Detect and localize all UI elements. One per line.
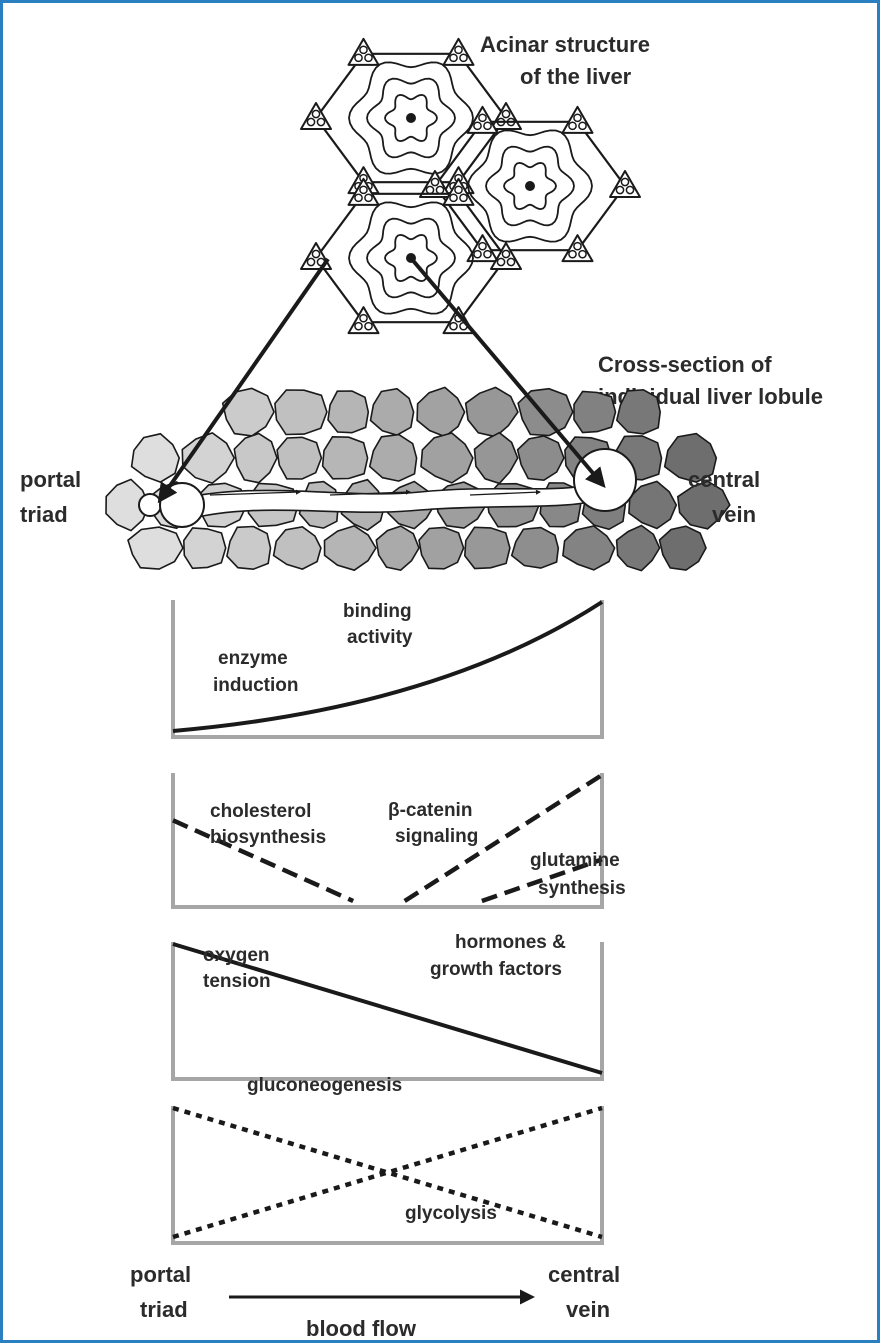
hepatocyte-cell [617, 526, 660, 571]
portal-triad-icon [301, 243, 331, 269]
hepatocyte-cell [512, 528, 559, 569]
hepatocyte-cell [421, 433, 473, 483]
portal-triad-icon [444, 39, 474, 65]
portal-triad-icon [301, 103, 331, 129]
hepatocyte-cell [660, 526, 707, 570]
hepatocyte-cell [370, 435, 417, 482]
hepatocyte-cell [275, 390, 327, 435]
panel3-label-hormones-2: growth factors [430, 959, 562, 980]
panel1-label-binding-activity-1: binding [343, 601, 412, 622]
hepatocyte-cell [629, 481, 676, 528]
panel1-label-binding-activity-2: activity [347, 627, 413, 648]
lobule-central-label-line2: vein [712, 502, 756, 527]
panel3-label-oxygen-1: oxygen [203, 945, 270, 966]
portal-triad-icon [563, 107, 593, 133]
portal-triad-icon [349, 307, 379, 333]
central-vein-dot [406, 113, 416, 123]
zonation-panel-4 [173, 1106, 602, 1243]
panel2-label-glutamine-1: glutamine [530, 850, 620, 871]
acinar-title-line2: of the liver [520, 64, 632, 89]
hepatocyte-cell [184, 528, 226, 568]
hepatocyte-cell [274, 527, 321, 569]
portal-triad-icon [349, 39, 379, 65]
acinar-title-line1: Acinar structure [480, 32, 650, 57]
hepatocyte-cell [563, 526, 615, 570]
portal-triad-icon [610, 171, 640, 197]
cross-section-title-line1: Cross-section of [598, 352, 772, 377]
footer-portal-label-line2: triad [140, 1297, 188, 1322]
hepatocyte-cell [376, 526, 419, 570]
hepatocyte-cell [132, 434, 180, 482]
hepatocyte-cell [325, 526, 376, 570]
panel2-label-beta-catenin-1: β-catenin [388, 800, 472, 821]
central-vein-circle [574, 449, 636, 511]
lobule-portal-label-line2: triad [20, 502, 68, 527]
hepatocyte-cell [128, 527, 183, 569]
panel4-label-glycolysis: glycolysis [405, 1203, 497, 1224]
panel1-label-enzyme-induction-1: enzyme [218, 648, 288, 669]
blood-flow-label: blood flow [306, 1316, 417, 1341]
panel-4-curve-2 [173, 1108, 602, 1237]
hepatocyte-cell [417, 387, 465, 436]
hepatocyte-cell [323, 437, 368, 479]
zonation-panels [173, 600, 602, 1243]
panel2-label-cholesterol-1: cholesterol [210, 801, 311, 822]
panel2-label-glutamine-2: synthesis [538, 878, 626, 899]
hepatocyte-cell [227, 527, 271, 570]
hepatocyte-cell [465, 527, 510, 568]
hepatocyte-cell [371, 389, 414, 435]
portal-triad-icon [563, 235, 593, 261]
hepatocyte-cell [518, 436, 564, 480]
panel3-label-oxygen-2: tension [203, 971, 271, 992]
panel2-label-beta-catenin-2: signaling [395, 826, 478, 847]
hepatocyte-cell [466, 387, 518, 436]
lobule-cross-section [106, 257, 730, 571]
portal-triad-icon [491, 103, 521, 129]
footer-central-label-line1: central [548, 1262, 620, 1287]
footer-portal-label-line1: portal [130, 1262, 191, 1287]
lobule-portal-label-line1: portal [20, 467, 81, 492]
hepatocyte-cell [475, 433, 518, 484]
hepatocyte-cell [419, 527, 464, 568]
lobule-central-label-line1: central [688, 467, 760, 492]
panel4-label-gluconeogenesis: gluconeogenesis [247, 1075, 402, 1096]
hepatocyte-cell [328, 391, 368, 433]
portal-duct-circle [139, 494, 161, 516]
hepatocyte-cell [277, 437, 321, 479]
footer-central-label-line2: vein [566, 1297, 610, 1322]
panel1-label-enzyme-induction-2: induction [213, 675, 298, 696]
panel3-label-hormones-1: hormones & [455, 932, 566, 953]
panel-4-curve-1 [173, 1108, 602, 1237]
hepatocyte-cell [234, 434, 277, 483]
panel-frame [173, 1106, 602, 1243]
panel2-label-cholesterol-2: biosynthesis [210, 827, 326, 848]
central-vein-dot [525, 181, 535, 191]
hepatocyte-cell [574, 391, 616, 432]
